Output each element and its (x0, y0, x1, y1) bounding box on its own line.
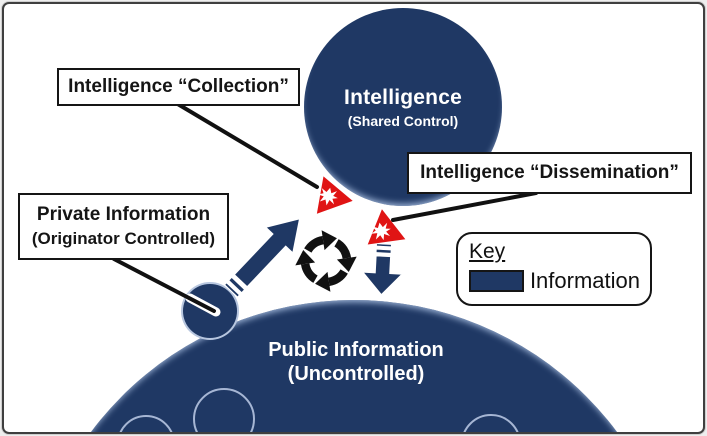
legend-item: Information (469, 268, 640, 294)
intelligence-label: Intelligence (344, 85, 462, 109)
collection-leader-line (174, 101, 319, 189)
private-information-circle (181, 282, 239, 340)
intelligence-sublabel: (Shared Control) (347, 112, 459, 129)
public-label-line2: (Uncontrolled) (287, 363, 425, 385)
callout-intelligence-collection: Intelligence “Collection” (57, 68, 300, 106)
collection-label: Intelligence “Collection” (68, 76, 289, 97)
information-swatch (469, 270, 524, 292)
striped-arrow-up-right-icon (223, 217, 301, 299)
private-label-line1: Private Information (36, 203, 211, 225)
legend-box: Key Information (456, 232, 652, 306)
public-information-label: Public Information (Uncontrolled) (136, 338, 576, 386)
legend-title: Key (469, 240, 506, 263)
striped-arrow-down-icon (360, 243, 405, 297)
cycle-arrows-icon (295, 230, 357, 292)
public-label-line1: Public Information (268, 339, 444, 361)
information-label: Information (529, 268, 640, 293)
dissemination-label: Intelligence “Dissemination” (420, 162, 679, 183)
callout-private-information: Private Information (Originator Controll… (18, 193, 229, 260)
explosion-warning-icon (367, 209, 406, 245)
callout-intelligence-dissemination: Intelligence “Dissemination” (407, 152, 692, 194)
private-label-line2: (Originator Controlled) (31, 228, 216, 248)
